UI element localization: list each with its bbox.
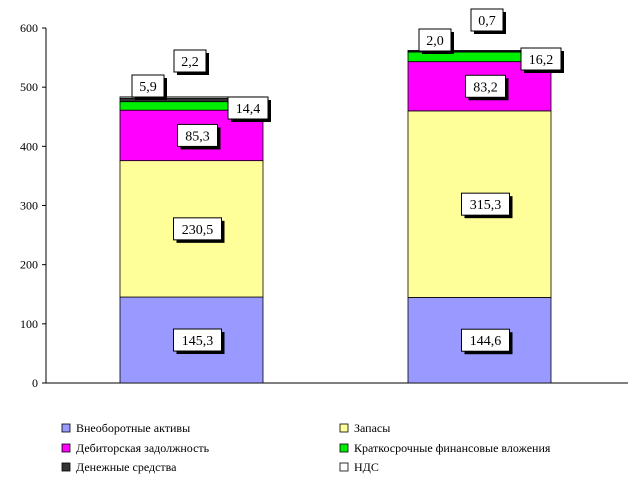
y-tick-label: 300: [20, 199, 38, 213]
y-tick-label: 200: [20, 258, 38, 272]
data-labels: 145,3 230,5 85,3 14,4 5,9 2,2 144,6 315,3 83,2 16…: [131, 8, 564, 355]
y-tick-label: 400: [20, 139, 38, 153]
legend-label: НДС: [354, 460, 379, 474]
data-label-box: [418, 28, 452, 52]
y-axis-ticks: 0 100 200 300 400 500 600: [20, 21, 46, 390]
data-label: 315,3: [470, 198, 502, 213]
data-label: 16,2: [529, 53, 554, 68]
legend-label: Дебиторская задолжность: [76, 441, 210, 455]
data-label: 2,0: [426, 34, 444, 49]
data-label: 144,6: [470, 334, 502, 349]
legend-label: Запасы: [354, 421, 390, 435]
data-label: 83,2: [473, 80, 498, 95]
data-label-box: [173, 328, 222, 352]
legend-swatch: [339, 423, 349, 433]
data-label: 14,4: [236, 102, 261, 117]
bar-segment: [119, 296, 264, 384]
data-label: 5,9: [139, 80, 157, 95]
y-tick-label: 500: [20, 80, 38, 94]
data-label-box: [520, 47, 562, 71]
data-label-box: [227, 96, 269, 120]
legend-swatch: [61, 423, 71, 433]
legend-label: Денежные средства: [76, 460, 177, 474]
data-label-box: [173, 217, 222, 241]
data-label: 230,5: [182, 223, 214, 238]
y-tick-label: 100: [20, 317, 38, 331]
legend-label: Внеоборотные активы: [76, 421, 190, 435]
data-label-box: [461, 192, 510, 216]
legend-swatch: [339, 443, 349, 453]
data-label-box: [131, 74, 165, 98]
data-label: 85,3: [185, 129, 210, 144]
data-label-box: [177, 123, 218, 147]
data-label: 2,2: [181, 55, 199, 70]
data-label-box: [470, 8, 504, 32]
data-label-box: [461, 328, 510, 352]
data-label-box: [465, 74, 506, 98]
y-tick-label: 0: [32, 376, 38, 390]
data-label: 145,3: [182, 334, 214, 349]
legend-swatch: [339, 462, 349, 472]
legend-swatch: [61, 462, 71, 472]
legend-label: Краткосрочные финансовые вложения: [354, 441, 551, 455]
legend-swatch: [61, 443, 71, 453]
data-label: 0,7: [478, 14, 496, 29]
y-tick-label: 600: [20, 21, 38, 35]
data-label-box: [173, 49, 207, 73]
